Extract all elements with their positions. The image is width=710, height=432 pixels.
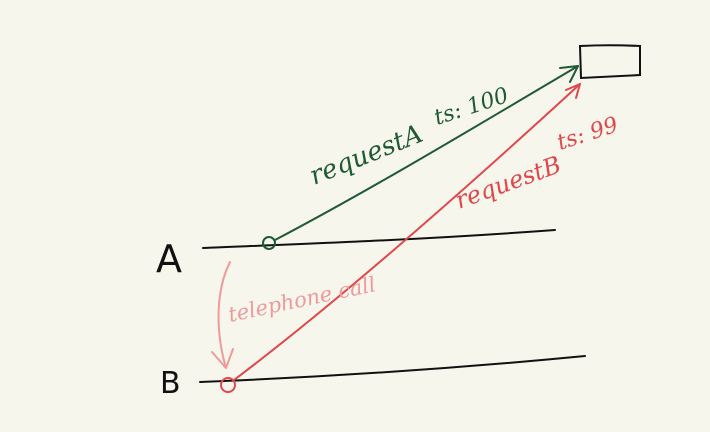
request-a-origin — [262, 236, 276, 250]
node-a-label: A — [156, 237, 182, 281]
telephone-call-label: telephone call — [226, 272, 378, 327]
node-b-label: B — [160, 366, 181, 401]
timeline-a — [202, 229, 556, 249]
request-a-arrow — [274, 65, 579, 241]
telephone-call-arrowhead — [211, 348, 234, 369]
request-b-arrow — [233, 83, 581, 381]
request-b-timestamp: ts: 99 — [554, 113, 621, 156]
timeline-b — [199, 355, 586, 383]
telephone-call-arrow — [217, 261, 231, 369]
request-b-arrowhead — [565, 83, 581, 99]
server-box — [578, 44, 641, 80]
request-a-timestamp: ts: 100 — [431, 83, 512, 130]
request-b-label: requestB — [451, 151, 564, 215]
request-b-origin — [220, 377, 236, 393]
request-a-label: requestA — [305, 119, 427, 191]
request-a-arrowhead — [559, 65, 579, 83]
